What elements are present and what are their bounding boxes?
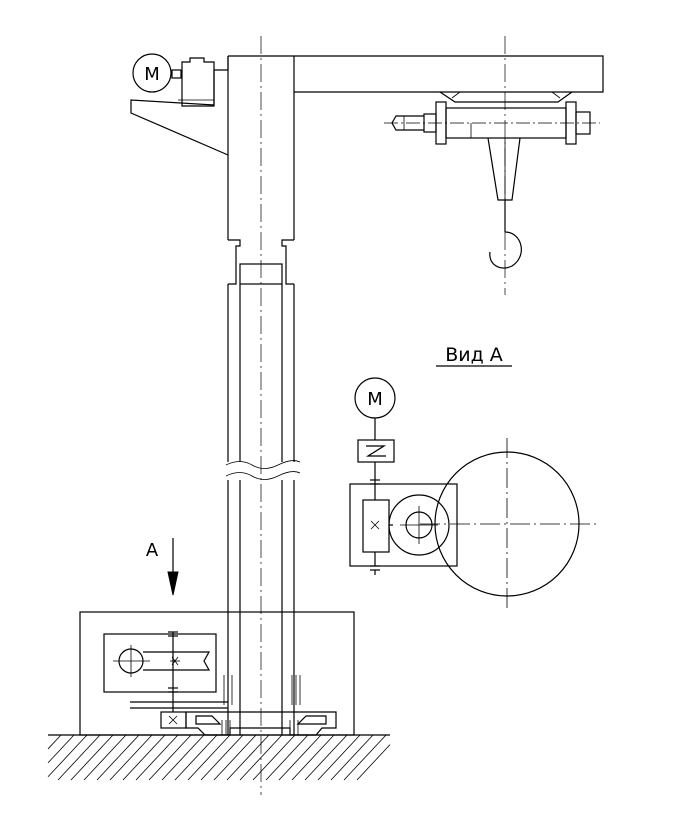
slewing-gearbox (103, 633, 217, 693)
column (225, 56, 301, 735)
hatch-line (174, 734, 218, 781)
hatch-line (213, 734, 257, 781)
hatch-line (187, 734, 231, 781)
hatch-line (148, 734, 192, 781)
hatch-line (278, 734, 322, 781)
hatch-line (47, 734, 88, 778)
hoist-trolley (384, 91, 600, 145)
view-motor-label: M (367, 389, 383, 410)
hatch-line (200, 734, 244, 781)
hatch-line (343, 734, 387, 781)
hatch-line (135, 734, 179, 781)
column-bearings (223, 675, 301, 705)
hatch-line (122, 734, 166, 781)
arrow-a-label: А (146, 540, 159, 561)
ground (47, 734, 391, 781)
hatch-line (47, 734, 75, 764)
view-pinion (388, 494, 450, 556)
view-a-title: Вид А (445, 344, 503, 366)
hatch-line (109, 734, 153, 781)
view-gearbox (349, 483, 458, 567)
ground-hatching (47, 734, 391, 781)
motor-label: M (144, 64, 160, 85)
motor-circle (132, 53, 172, 93)
hatch-line (356, 744, 391, 781)
hatch-line (317, 734, 361, 781)
hatch-line (265, 734, 309, 781)
jib (130, 55, 604, 156)
view-arrow-a: А (146, 538, 179, 596)
hatch-line (161, 734, 205, 781)
hatch-line (330, 734, 374, 781)
slewing-ring (185, 711, 337, 736)
hatch-line (70, 734, 114, 781)
hatch-line (226, 734, 270, 781)
hatch-line (47, 734, 62, 750)
hatch-line (304, 734, 348, 781)
hatch-line (252, 734, 296, 781)
hatch-line (83, 734, 127, 781)
slewing-drive (103, 631, 228, 729)
hatch-line (96, 734, 140, 781)
top-motor: M (132, 53, 215, 107)
view-a: Вид А M (349, 344, 598, 608)
hatch-line (291, 734, 335, 781)
hatch-line (57, 734, 101, 781)
brake-coupling (357, 439, 395, 463)
hatch-line (239, 734, 283, 781)
